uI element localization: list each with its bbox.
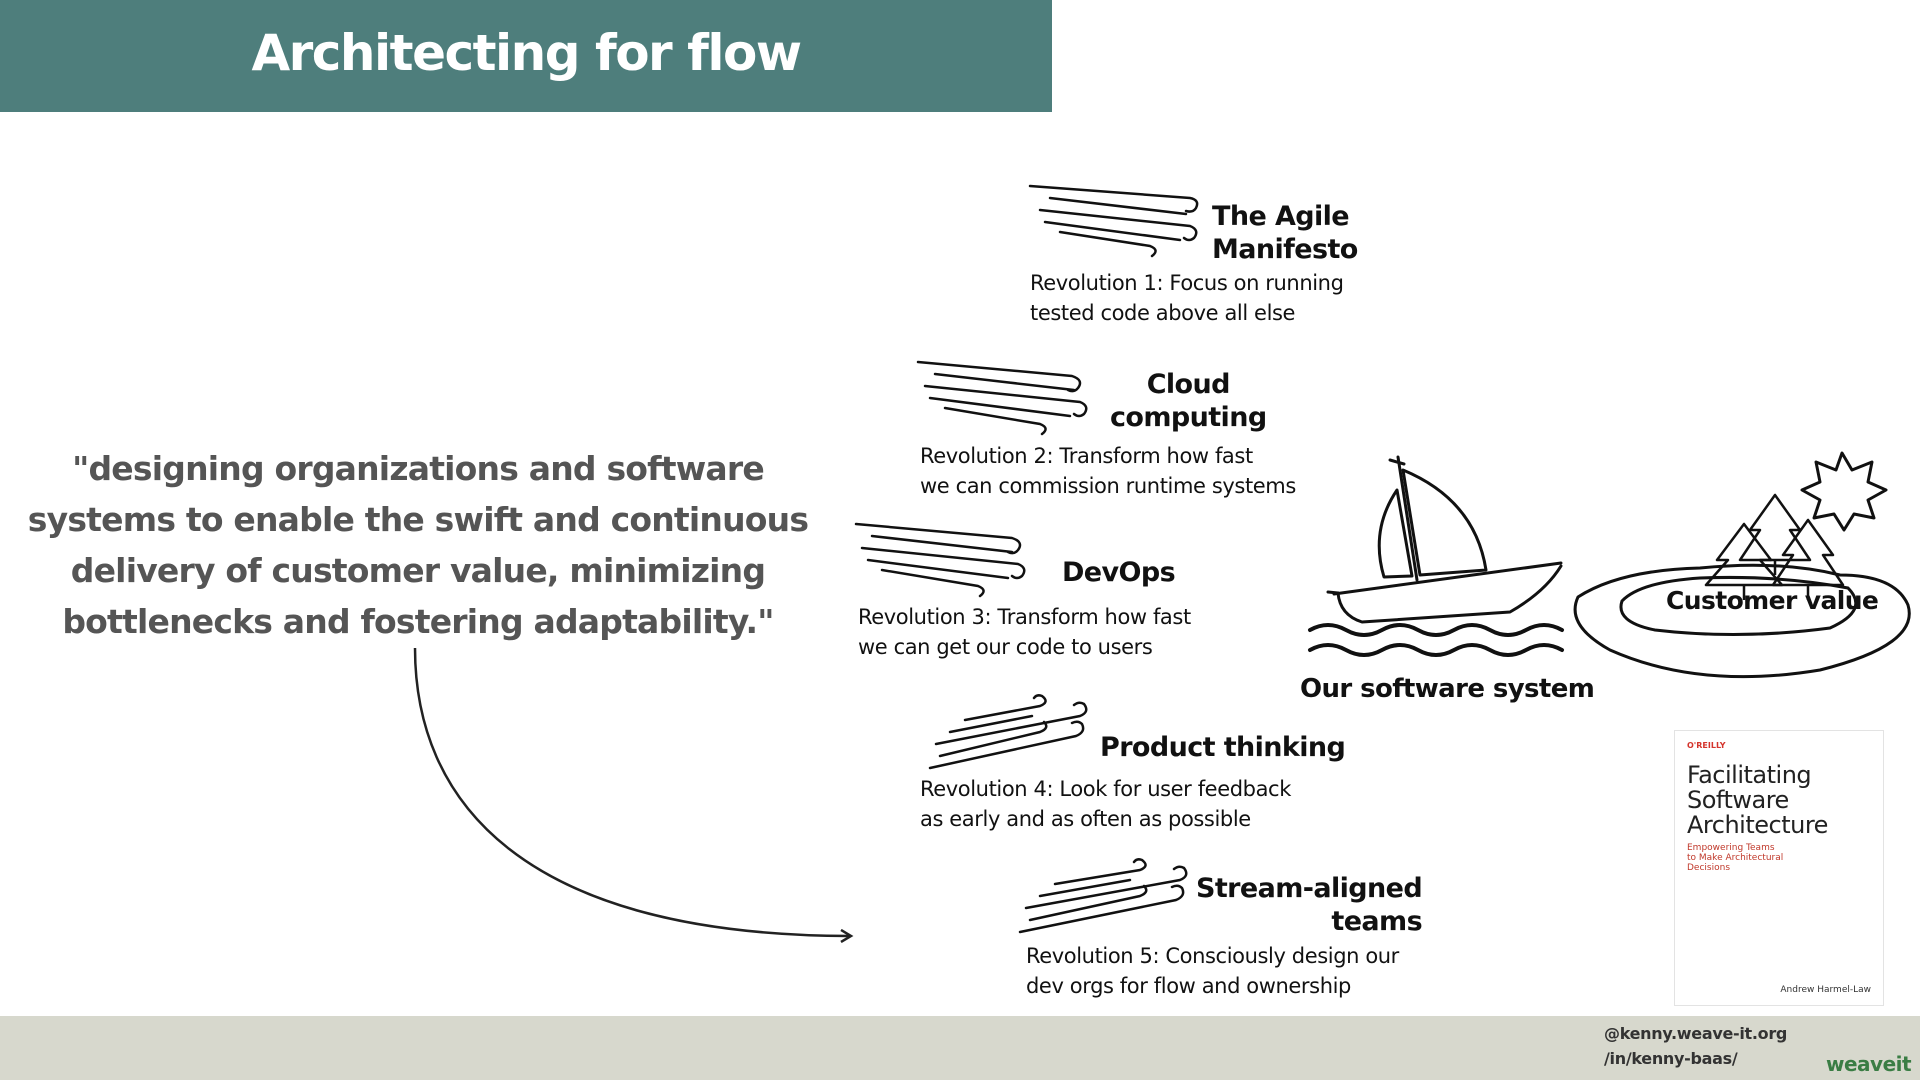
revolution-2-description: Revolution 2: Transform how fast we can … (920, 444, 1296, 498)
book-publisher: O'REILLY (1687, 741, 1726, 750)
revolution-3-title: DevOps (1062, 557, 1176, 588)
book-subtitle: Empowering Teams to Make Architectural D… (1687, 843, 1784, 873)
boat-label: Our software system (1300, 674, 1595, 704)
book-title: Facilitating Software Architecture (1687, 761, 1828, 839)
book-cover: O'REILLY Facilitating Software Architect… (1674, 730, 1884, 1006)
revolution-4-title: Product thinking (1100, 732, 1346, 763)
revolution-2-title: Cloud computing (1110, 369, 1267, 433)
revolution-5-description: Revolution 5: Consciously design our dev… (1026, 944, 1399, 998)
wind-gust-icon (916, 360, 1088, 436)
title-bar: Architecting for flow (0, 0, 1052, 112)
curved-arrow (413, 647, 850, 936)
sailboat-icon (1326, 455, 1563, 624)
brand-name: weaveit (1826, 1052, 1912, 1076)
revolution-1-description: Revolution 1: Focus on running tested co… (1030, 271, 1344, 325)
wind-gust-icon (1018, 858, 1188, 934)
definition-quote: "designing organizations and software sy… (27, 449, 809, 641)
bluesky-handle[interactable]: @kenny.weave-it.org (1604, 1024, 1788, 1043)
page-title: Architecting for flow (251, 24, 802, 82)
wind-gust-icon (1028, 184, 1199, 258)
island-label: Customer value (1666, 586, 1879, 615)
revolution-5-title: Stream-aligned teams (1196, 873, 1423, 937)
tree-icon (1704, 493, 1845, 600)
revolution-3-description: Revolution 3: Transform how fast we can … (858, 605, 1191, 659)
island-icon (1573, 563, 1911, 679)
sun-icon (1800, 451, 1888, 532)
waves-icon (1308, 623, 1564, 657)
book-author: Andrew Harmel-Law (1780, 985, 1871, 995)
wind-gust-icon (928, 694, 1088, 770)
revolution-1-title: The Agile Manifesto (1212, 201, 1358, 265)
revolution-4-description: Revolution 4: Look for user feedback as … (920, 777, 1291, 831)
footer-bar (0, 1016, 1920, 1080)
linkedin-handle[interactable]: /in/kenny-baas/ (1604, 1049, 1738, 1068)
wind-gust-icon (854, 522, 1026, 598)
